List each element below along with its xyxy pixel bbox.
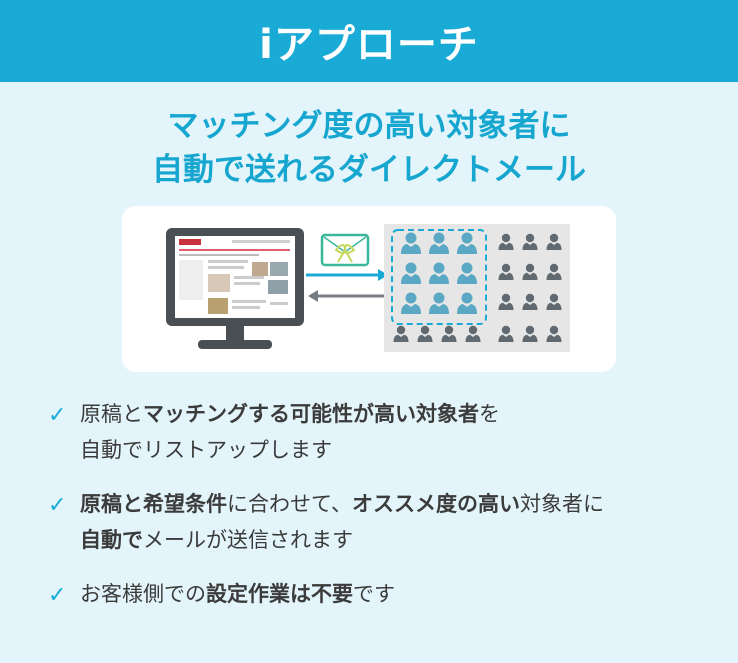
- bullet-item: ✓ お客様側での設定作業は不要です: [48, 576, 718, 612]
- arrow-left-icon: [308, 290, 388, 302]
- check-icon: ✓: [48, 583, 67, 608]
- subtitle: マッチング度の高い対象者に 自動で送れるダイレクトメール: [0, 104, 738, 192]
- envelope-icon: [320, 233, 370, 267]
- bullet-item: ✓ 原稿と希望条件に合わせて、オススメ度の高い対象者に自動でメールが送信されます: [48, 486, 718, 558]
- bullet-text: 原稿と希望条件に合わせて、オススメ度の高い対象者に自動でメールが送信されます: [80, 492, 604, 552]
- bullet-text: お客様側での設定作業は不要です: [80, 582, 395, 606]
- page-title: iアプローチ: [259, 22, 479, 68]
- bullet-list: ✓ 原稿とマッチングする可能性が高い対象者を自動でリストアップします ✓ 原稿と…: [48, 396, 718, 630]
- bullet-text: 原稿とマッチングする可能性が高い対象者を自動でリストアップします: [80, 402, 500, 462]
- check-icon: ✓: [48, 403, 67, 428]
- illustration-card: [122, 206, 616, 372]
- arrow-right-icon: [306, 269, 388, 281]
- subtitle-line-1: マッチング度の高い対象者に: [167, 108, 571, 144]
- subtitle-line-2: 自動で送れるダイレクトメール: [152, 152, 586, 188]
- selection-box: [391, 229, 487, 325]
- header-bar: iアプローチ: [0, 0, 738, 82]
- monitor-icon: [166, 228, 304, 349]
- bullet-item: ✓ 原稿とマッチングする可能性が高い対象者を自動でリストアップします: [48, 396, 718, 468]
- check-icon: ✓: [48, 493, 67, 518]
- illustration: [166, 224, 570, 352]
